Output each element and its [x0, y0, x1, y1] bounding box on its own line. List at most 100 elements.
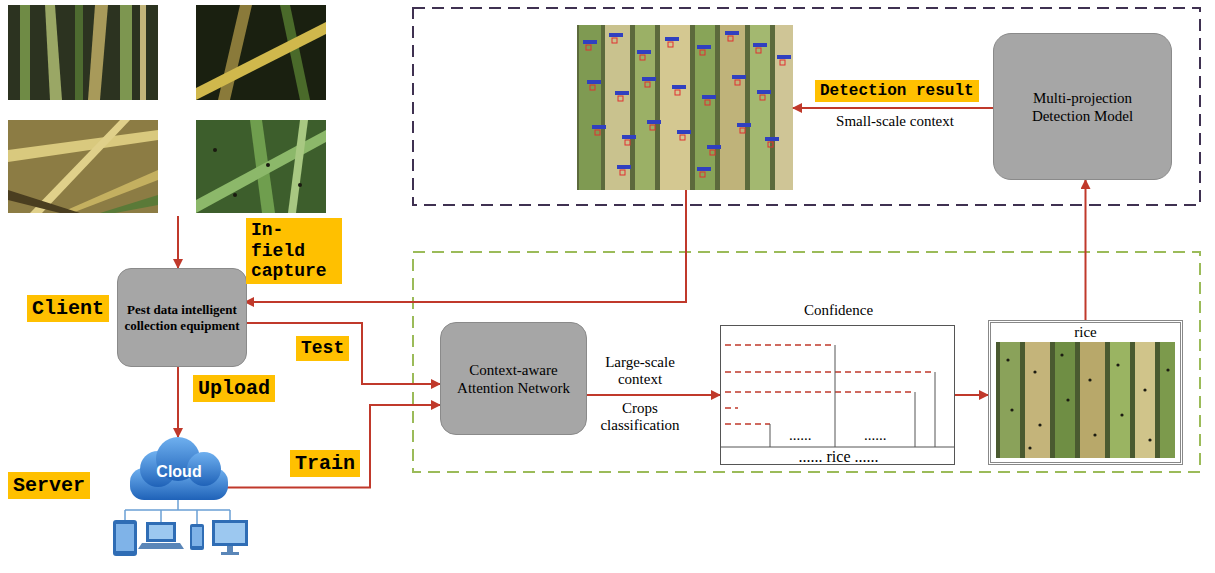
field-photo	[8, 5, 158, 100]
connector-label: Large-scale context	[590, 354, 690, 389]
field-photo	[288, 120, 308, 213]
detection-photo	[637, 50, 651, 54]
detection-photo	[750, 25, 770, 190]
detection-photo	[642, 77, 656, 81]
field-photo	[120, 5, 132, 100]
role-label: Server	[8, 472, 90, 499]
flow-connector	[227, 405, 440, 487]
rice-photo	[1166, 368, 1169, 371]
context-label: Small-scale context	[815, 113, 975, 130]
node-text: ...... rice ......	[721, 448, 956, 466]
detection-photo	[675, 90, 680, 95]
detection-photo	[740, 128, 745, 133]
detection-photo	[725, 31, 739, 35]
client-devices	[190, 524, 204, 550]
detection-photo	[605, 25, 630, 190]
detection-photo	[640, 55, 645, 60]
rice-photo	[1000, 342, 1020, 458]
detection-photo	[756, 48, 761, 53]
client-devices	[221, 552, 239, 555]
rice-photo	[1160, 342, 1175, 458]
client-devices	[227, 546, 233, 552]
detection-photo	[620, 170, 625, 175]
client-devices	[124, 510, 126, 520]
rice-photo	[1055, 342, 1075, 458]
equipment-box: Pest data intelligent collection equipme…	[117, 268, 247, 367]
rice-photo	[1093, 433, 1096, 436]
detection-photo	[680, 135, 685, 140]
client-devices	[149, 525, 173, 539]
detection-photo	[587, 80, 601, 84]
confidence-bars	[915, 392, 916, 447]
confidence-chart: Confidence.................. rice ......	[720, 325, 955, 465]
detection-photo	[765, 137, 779, 141]
field-photo	[196, 120, 326, 213]
crop-image-box: rice	[988, 320, 1183, 465]
detection-photo	[583, 31, 791, 171]
stage-label: In-field capture	[246, 218, 342, 284]
client-devices	[113, 520, 137, 556]
connector-label: Test	[296, 336, 349, 361]
client-devices	[215, 523, 245, 543]
detection-photo	[618, 96, 623, 101]
client-devices	[160, 510, 162, 522]
rice-photo	[1038, 423, 1041, 426]
rice-photo	[1135, 342, 1155, 458]
detection-photo	[710, 150, 715, 155]
field-photo	[196, 130, 326, 213]
rice-photo	[1080, 342, 1105, 458]
confidence-bars	[725, 391, 915, 393]
node-title: Confidence	[721, 302, 956, 319]
detection-photo	[753, 43, 767, 47]
node-title: Cloud	[156, 462, 201, 481]
client-devices	[113, 500, 248, 556]
client-devices	[177, 500, 179, 510]
detection-photo	[586, 45, 591, 50]
rice-photo	[1033, 370, 1036, 373]
detection-photo	[579, 25, 601, 190]
field-photo	[60, 170, 158, 213]
flow-arrow	[245, 190, 686, 302]
flow-label: Detection result	[815, 80, 979, 102]
flow-arrow	[178, 108, 993, 302]
detection-photo	[677, 130, 691, 134]
confidence-bars	[725, 345, 935, 424]
flow-arrow	[793, 107, 993, 109]
node-text: ......	[789, 427, 812, 444]
field-photo	[196, 22, 326, 100]
detection-photo	[672, 85, 686, 89]
confidence-bars	[770, 424, 771, 447]
field-photo	[266, 163, 270, 167]
connector-label: Train	[290, 450, 360, 477]
detection-photo	[645, 82, 650, 87]
rice-photo	[1006, 353, 1169, 449]
detection-photo	[695, 25, 715, 190]
confidence-bars	[935, 372, 936, 447]
confidence-bars	[725, 371, 935, 373]
detection-photo	[647, 120, 661, 124]
detection-photo	[732, 75, 746, 79]
rice-photo	[1028, 446, 1031, 449]
flow-arrow	[177, 216, 179, 268]
detection-photo	[760, 95, 765, 100]
detection-model-box: Multi-projection Detection Model	[993, 33, 1172, 180]
rice-photo	[1143, 388, 1146, 391]
field-photo	[8, 5, 158, 100]
client-devices	[192, 527, 202, 546]
client-devices	[196, 510, 198, 524]
confidence-bars	[720, 345, 955, 447]
detection-photo	[705, 100, 710, 105]
field-photo	[8, 130, 158, 162]
detection-photo	[728, 36, 733, 41]
node-title: Context-aware Attention Network	[449, 361, 578, 397]
detection-photo	[777, 55, 791, 59]
flow-connector	[1085, 180, 1087, 320]
detection-photo	[590, 85, 595, 90]
detection-photo	[757, 90, 771, 94]
detection-photo	[768, 142, 773, 147]
detection-photo	[775, 25, 793, 190]
detection-photo	[660, 25, 690, 190]
field-photo	[298, 183, 302, 187]
field-photo	[100, 195, 158, 213]
